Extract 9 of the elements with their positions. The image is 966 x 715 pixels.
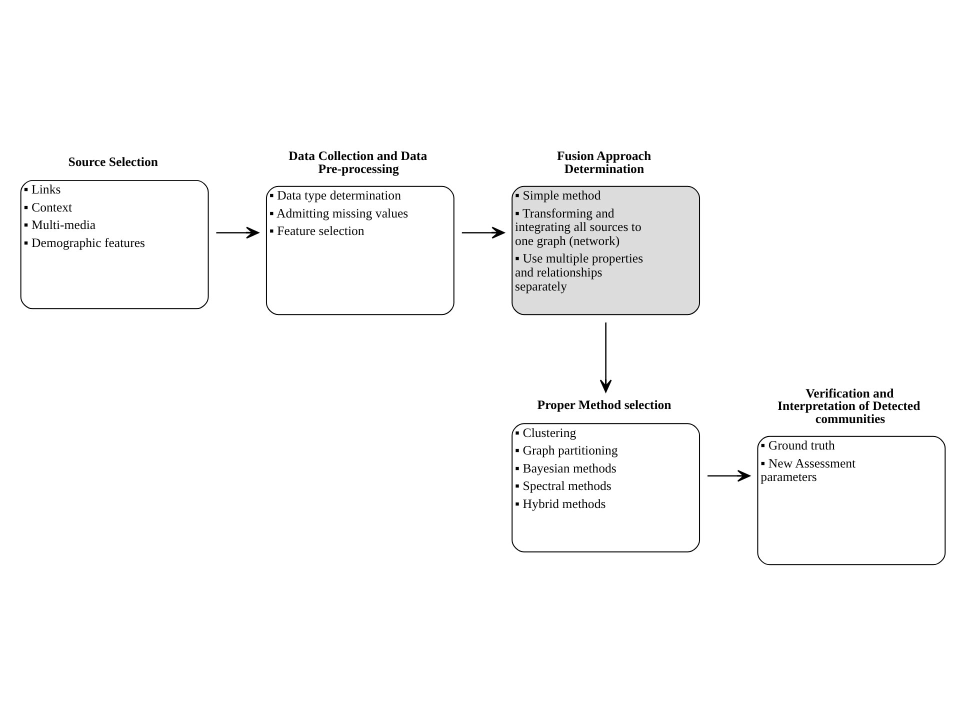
node-label: Proper Method selection [537,398,672,412]
arrow [708,470,750,482]
arrow [462,226,505,239]
arrow [216,226,260,239]
node-label: Verification and Interpretation of Detected communities [777,386,920,426]
arrow [600,322,612,393]
node-label: Source Selection [68,155,158,170]
node-label: Fusion Approach Determination [556,149,652,176]
node-label: Data Collection and Data Pre-processing [288,149,428,176]
